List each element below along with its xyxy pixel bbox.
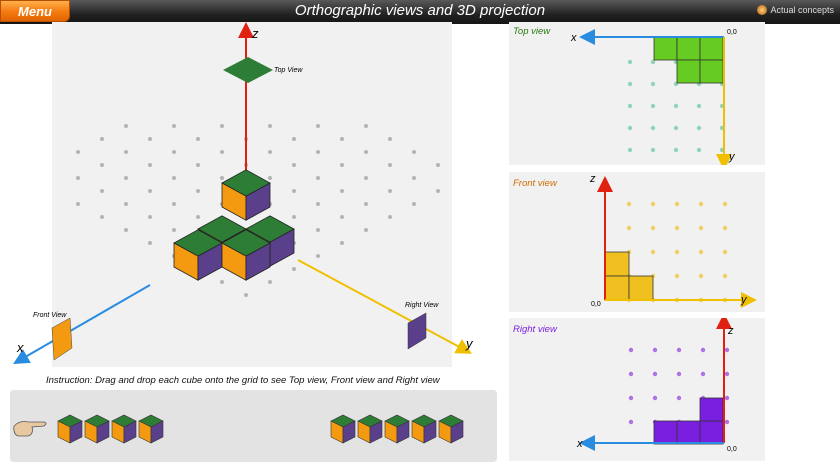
front-y-label: y	[740, 294, 748, 306]
top-y-label: y	[728, 151, 736, 163]
front-view-square	[604, 251, 630, 277]
top-origin: 0,0	[727, 29, 737, 36]
front-view-grid: Front view z y 0,0	[513, 173, 757, 308]
tray-items	[13, 414, 464, 444]
top-x-label: x	[570, 32, 577, 44]
draggable-cube[interactable]	[438, 414, 464, 444]
right-view-grid: Right view z x 0,0	[513, 318, 737, 453]
top-view-plate	[223, 57, 273, 83]
right-view-plate	[407, 312, 427, 350]
right-view-square	[699, 397, 724, 422]
app-title: Orthographic views and 3D projection	[294, 2, 546, 19]
z-axis-label: z	[251, 26, 259, 41]
right-view-square	[653, 420, 678, 445]
right-origin: 0,0	[727, 446, 737, 453]
right-view-square	[699, 420, 724, 445]
top-view-label: Top View	[274, 67, 303, 74]
front-view-title: Front view	[513, 178, 558, 189]
top-view-square	[699, 36, 724, 61]
cube-top[interactable]	[221, 169, 271, 221]
x-axis	[13, 284, 151, 364]
front-view-label: Front View	[33, 312, 67, 319]
right-view-square	[676, 420, 701, 445]
draggable-cube[interactable]	[357, 414, 383, 444]
draggable-cube[interactable]	[330, 414, 356, 444]
front-view-square	[604, 275, 630, 301]
title-bar: Menu Orthographic views and 3D projectio…	[0, 0, 840, 24]
cube-front-right[interactable]	[221, 229, 271, 281]
front-view-plate	[51, 317, 73, 361]
cube-stack[interactable]	[173, 169, 295, 281]
top-view-square	[676, 36, 701, 61]
cube-front-left[interactable]	[173, 229, 223, 281]
front-view-square	[628, 275, 654, 301]
brand-icon	[757, 5, 768, 15]
front-origin: 0,0	[591, 301, 601, 308]
top-view-square	[676, 59, 701, 84]
right-view-label: Right View	[405, 302, 439, 309]
top-view-grid: Top view x y 0,0	[513, 26, 737, 165]
isometric-grid	[76, 124, 440, 297]
draggable-cube[interactable]	[57, 414, 83, 444]
pointing-hand-icon	[13, 421, 47, 437]
draggable-cube[interactable]	[138, 414, 164, 444]
y-axis-label: y	[465, 336, 474, 351]
y-axis	[297, 259, 473, 354]
right-z-label: z	[727, 325, 734, 337]
top-view-square	[653, 36, 678, 61]
instruction-text: Instruction: Drag and drop each cube ont…	[46, 375, 440, 386]
menu-button[interactable]: Menu	[0, 0, 70, 22]
draggable-cube[interactable]	[411, 414, 437, 444]
isometric-scene: z x y Top View Front View Right View	[13, 22, 474, 364]
top-view-title: Top view	[513, 26, 551, 37]
right-view-title: Right view	[513, 324, 558, 335]
top-view-square	[699, 59, 724, 84]
brand-name: Actual concepts	[770, 5, 834, 15]
draggable-cube[interactable]	[111, 414, 137, 444]
draggable-cube[interactable]	[84, 414, 110, 444]
front-z-label: z	[589, 173, 596, 185]
brand-logo: Actual concepts	[757, 5, 834, 15]
draggable-cube[interactable]	[384, 414, 410, 444]
right-x-label: x	[576, 438, 583, 450]
x-axis-label: x	[16, 340, 24, 355]
